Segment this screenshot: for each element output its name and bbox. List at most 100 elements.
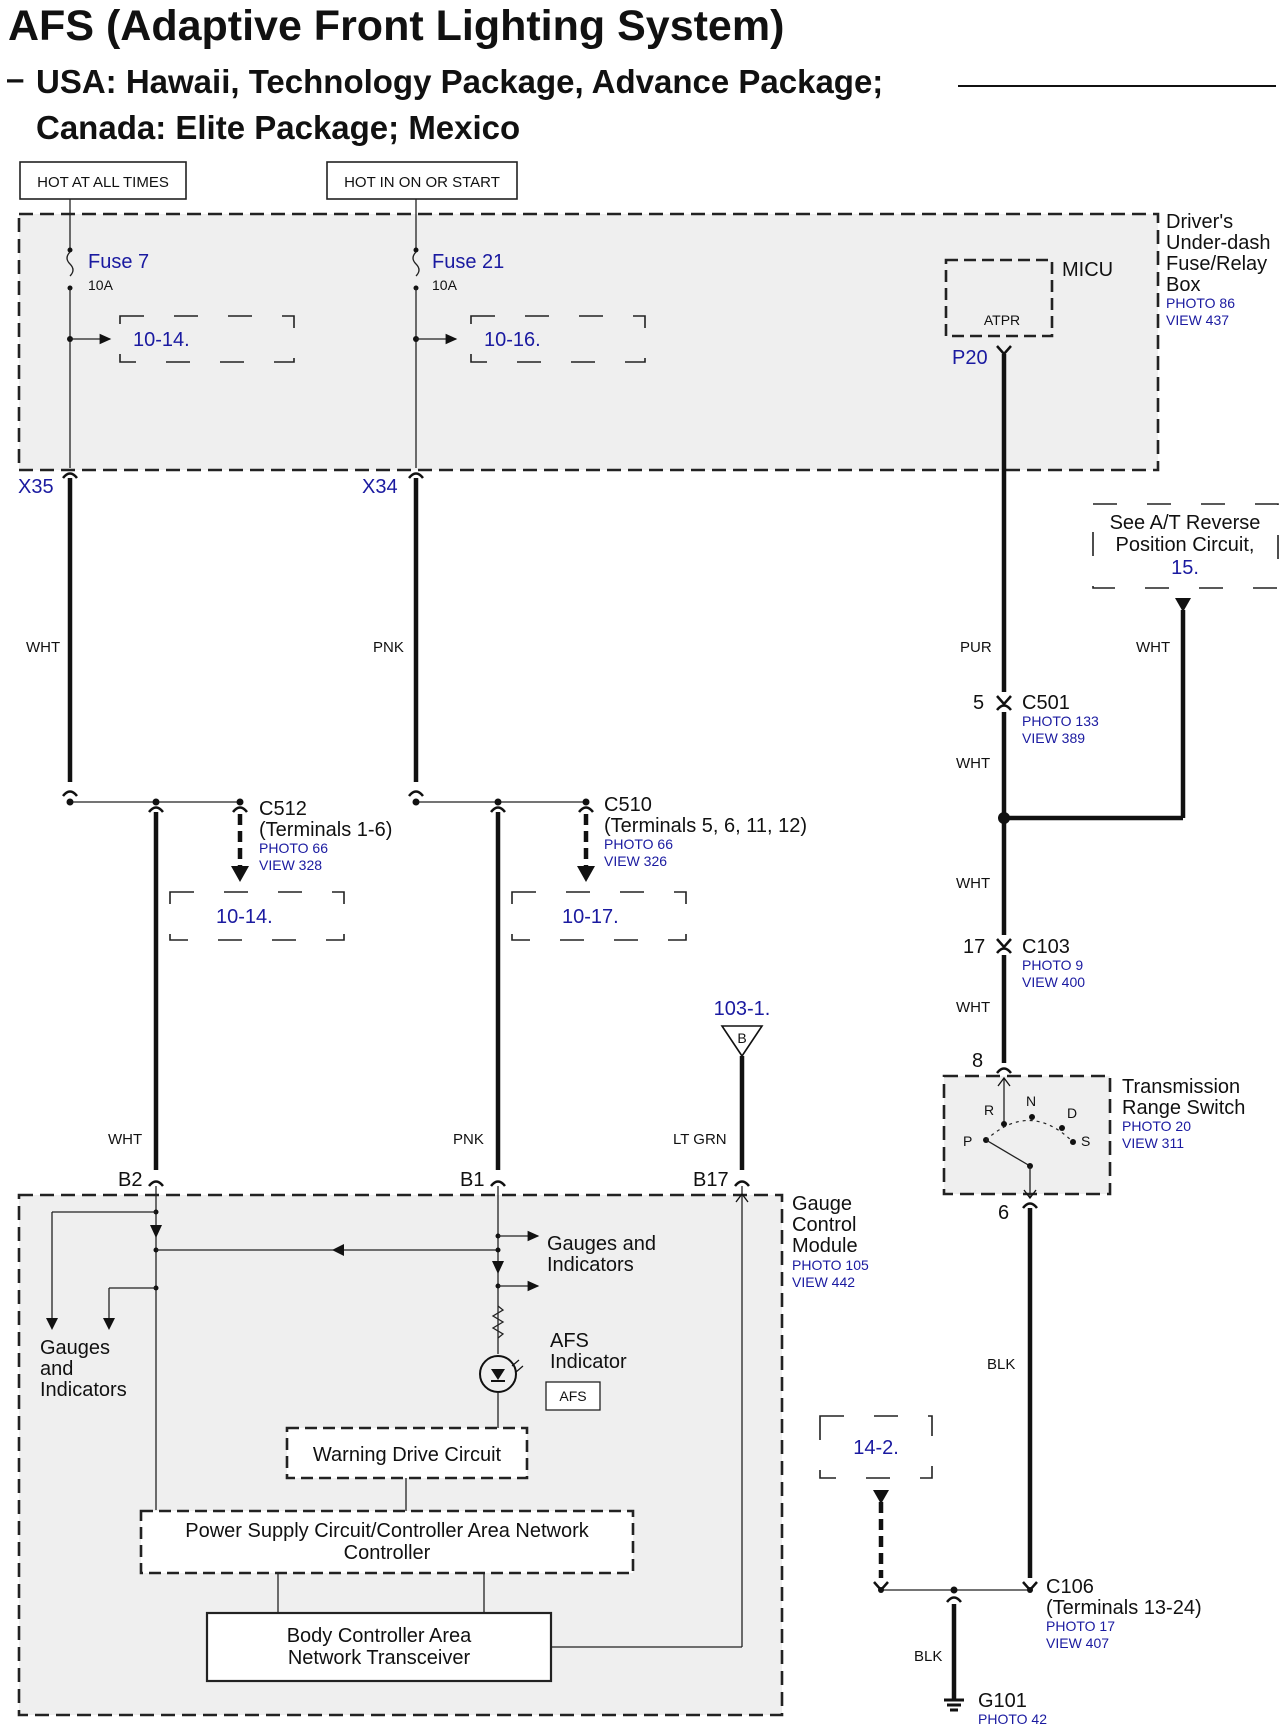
svg-text:VIEW 442: VIEW 442 [792,1274,855,1290]
fuse-21: Fuse 21 10A [412,214,504,468]
wire-blk-14-2 [873,1490,1033,1712]
pin-b1: B1 [460,1169,484,1191]
wire-label-blk-2: BLK [914,1648,942,1665]
ref-10-14-top[interactable]: 10-14. [119,315,295,363]
c501-label: 5 C501 PHOTO 133 VIEW 389 [973,692,1099,746]
svg-text:Box: Box [1166,274,1200,296]
gauge-module-label: Gauge Control Module PHOTO 105 VIEW 442 [792,1193,869,1290]
wire-wht-see-at [1004,598,1191,821]
svg-text:17: 17 [963,936,985,958]
body-can-transceiver: Body Controller Area Network Transceiver [205,1611,553,1683]
svg-text:Fuse/Relay: Fuse/Relay [1166,253,1267,275]
pin-b17: B17 [693,1169,729,1191]
pin-b2: B2 [118,1169,142,1191]
fuse-7: Fuse 7 10A [66,214,149,468]
hot-in-on-box: HOT IN ON OR START [326,161,518,200]
svg-text:S: S [1081,1133,1090,1149]
wire-label-wht-6: WHT [956,999,990,1016]
trs-pin-6: 6 [998,1202,1009,1224]
warning-drive-circuit: Warning Drive Circuit [285,1426,529,1480]
transmission-range-switch [942,1074,1112,1196]
svg-text:Body Controller Area: Body Controller Area [287,1625,472,1647]
svg-text:Range Switch: Range Switch [1122,1097,1245,1119]
svg-text:C103: C103 [1022,936,1070,958]
trs-label: Transmission Range Switch PHOTO 20 VIEW … [1122,1076,1245,1151]
svg-text:G101: G101 [978,1690,1027,1712]
svg-text:Control: Control [792,1214,856,1236]
c510-label: C510 (Terminals 5, 6, 11, 12) PHOTO 66 V… [604,794,807,869]
fuse-7-rating: 10A [88,277,114,293]
svg-text:Indicators: Indicators [547,1254,634,1276]
wire-label-blk-1: BLK [987,1356,1015,1373]
svg-text:Position Circuit,: Position Circuit, [1116,534,1255,556]
micu-label: MICU [1062,259,1113,281]
subtitle-line-2: Canada: Elite Package; Mexico [36,109,520,146]
gauges-right-label: Gauges and Indicators [547,1233,656,1276]
wire-label-wht-2: WHT [108,1131,142,1148]
micu-pin: ATPR [984,312,1020,328]
wire-label-wht-4: WHT [956,755,990,772]
svg-text:VIEW 400: VIEW 400 [1022,974,1085,990]
svg-text:(Terminals 13-24): (Terminals 13-24) [1046,1597,1202,1619]
svg-text:10-14.: 10-14. [133,329,190,351]
fuse-box-label: Driver's Under-dash Fuse/Relay Box PHOTO… [1166,211,1271,328]
afs-tag: AFS [545,1381,601,1411]
ref-14-2[interactable]: 14-2. [819,1415,933,1479]
c512-splice [66,798,249,1170]
svg-text:VIEW 326: VIEW 326 [604,853,667,869]
trs-pin-8: 8 [972,1050,983,1072]
wire-wht-fuse7 [62,472,78,797]
b2-internal [46,1186,498,1510]
page-title: AFS (Adaptive Front Lighting System) [8,2,784,50]
wire-blk [1022,1202,1038,1592]
svg-text:PHOTO 133: PHOTO 133 [1022,713,1099,729]
svg-text:Gauge: Gauge [792,1193,852,1215]
wire-label-pnk-2: PNK [453,1131,484,1148]
svg-text:(Terminals 1-6): (Terminals 1-6) [259,819,392,841]
svg-text:Module: Module [792,1235,858,1257]
fuse-21-label: Fuse 21 [432,251,504,273]
svg-text:Transmission: Transmission [1122,1076,1240,1098]
fuse-relay-box [17,212,1160,472]
svg-text:(Terminals 5, 6, 11, 12): (Terminals 5, 6, 11, 12) [604,815,807,837]
ref-10-14-c512[interactable]: 10-14. [169,891,345,941]
g101-label: G101 PHOTO 42 [978,1690,1047,1727]
svg-text:–: – [6,60,24,97]
svg-text:VIEW 407: VIEW 407 [1046,1635,1109,1651]
svg-text:VIEW 437: VIEW 437 [1166,312,1229,328]
c512-label: C512 (Terminals 1-6) PHOTO 66 VIEW 328 [259,798,392,873]
svg-text:Under-dash: Under-dash [1166,232,1271,254]
ref-10-17[interactable]: 10-17. [511,891,687,941]
wire-label-pnk-1: PNK [373,639,404,656]
c106-label: C106 (Terminals 13-24) PHOTO 17 VIEW 407 [1046,1576,1202,1651]
ref-10-16[interactable]: 10-16. [470,315,646,363]
wire-label-wht-1: WHT [26,639,60,656]
svg-text:PHOTO 17: PHOTO 17 [1046,1618,1115,1634]
ref-see-at-reverse[interactable]: See A/T Reverse Position Circuit, 15. [1092,503,1279,589]
wire-label-wht-5: WHT [956,875,990,892]
svg-text:Indicators: Indicators [40,1379,127,1401]
svg-text:C106: C106 [1046,1576,1094,1598]
svg-text:PHOTO 66: PHOTO 66 [604,836,673,852]
svg-text:10-14.: 10-14. [216,906,273,928]
svg-text:See A/T Reverse: See A/T Reverse [1110,512,1261,534]
trs-internal: R N D P S [963,1076,1090,1200]
fuse-7-label: Fuse 7 [88,251,149,273]
ref-103-1[interactable]: 103-1. B [714,998,771,1058]
c510-splice [412,798,595,1170]
svg-text:C501: C501 [1022,692,1070,714]
svg-text:B: B [737,1030,746,1046]
svg-text:Power Supply Circuit/Controlle: Power Supply Circuit/Controller Area Net… [185,1520,589,1542]
svg-text:VIEW 311: VIEW 311 [1122,1135,1184,1151]
svg-text:and: and [40,1358,73,1380]
svg-text:P: P [963,1133,972,1149]
wire-label-wht-3: WHT [1136,639,1170,656]
svg-text:Indicator: Indicator [550,1351,627,1373]
fuse-21-rating: 10A [432,277,458,293]
hot-at-all-times-box: HOT AT ALL TIMES [19,161,187,200]
svg-text:PHOTO 9: PHOTO 9 [1022,957,1083,973]
svg-text:HOT AT ALL TIMES: HOT AT ALL TIMES [37,174,169,191]
svg-text:C512: C512 [259,798,307,820]
svg-text:PHOTO 105: PHOTO 105 [792,1257,869,1273]
